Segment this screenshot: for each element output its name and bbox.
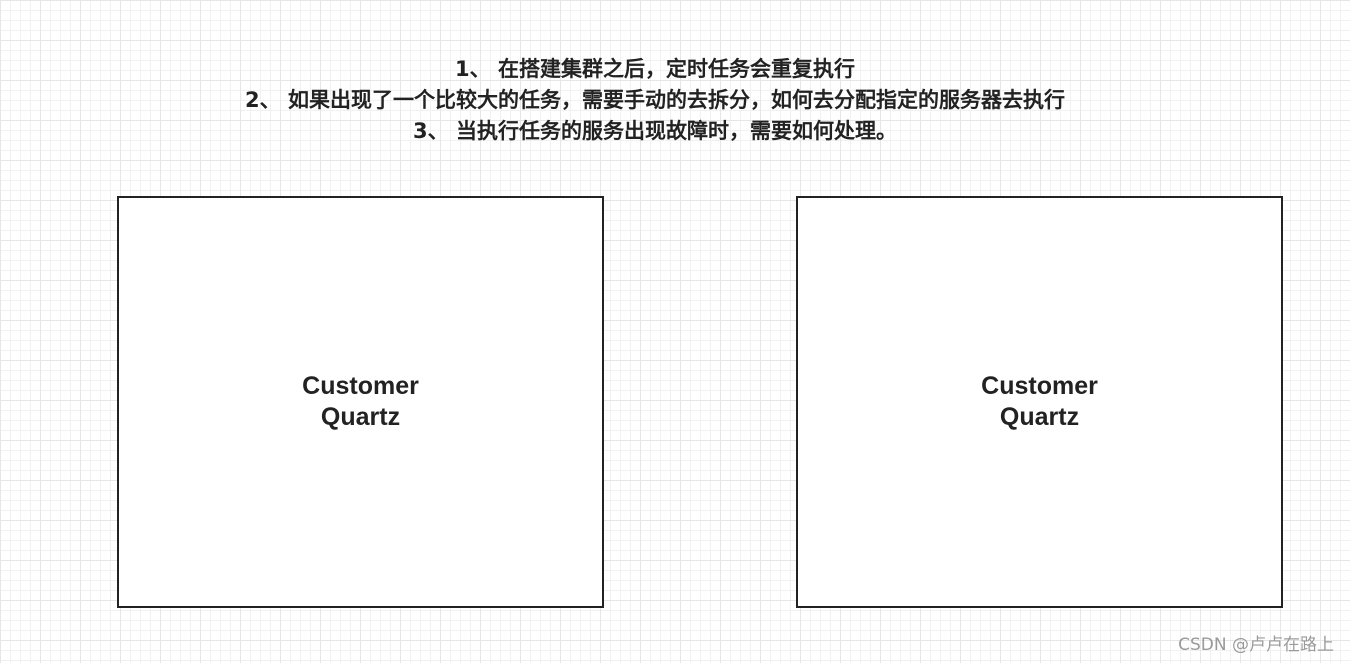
- box-label-right-line2: Quartz: [999, 403, 1080, 431]
- note-line-3: 3、 当执行任务的服务出现故障时，需要如何处理。: [413, 119, 897, 143]
- box-label-left-line2: Quartz: [320, 403, 401, 431]
- box-label-right: Customer Quartz: [981, 371, 1098, 433]
- note-line-1: 1、 在搭建集群之后，定时任务会重复执行: [455, 57, 855, 81]
- box-label-left: Customer Quartz: [302, 371, 419, 433]
- note-line-2: 2、 如果出现了一个比较大的任务，需要手动的去拆分，如何去分配指定的服务器去执行: [245, 88, 1065, 112]
- notes-text-block: 1、 在搭建集群之后，定时任务会重复执行 2、 如果出现了一个比较大的任务，需要…: [0, 54, 1310, 147]
- csdn-watermark: CSDN @卢卢在路上: [1178, 635, 1334, 655]
- customer-quartz-box-left[interactable]: Customer Quartz: [117, 196, 604, 608]
- box-label-left-line1: Customer: [302, 372, 419, 400]
- customer-quartz-box-right[interactable]: Customer Quartz: [796, 196, 1283, 608]
- box-label-right-line1: Customer: [981, 372, 1098, 400]
